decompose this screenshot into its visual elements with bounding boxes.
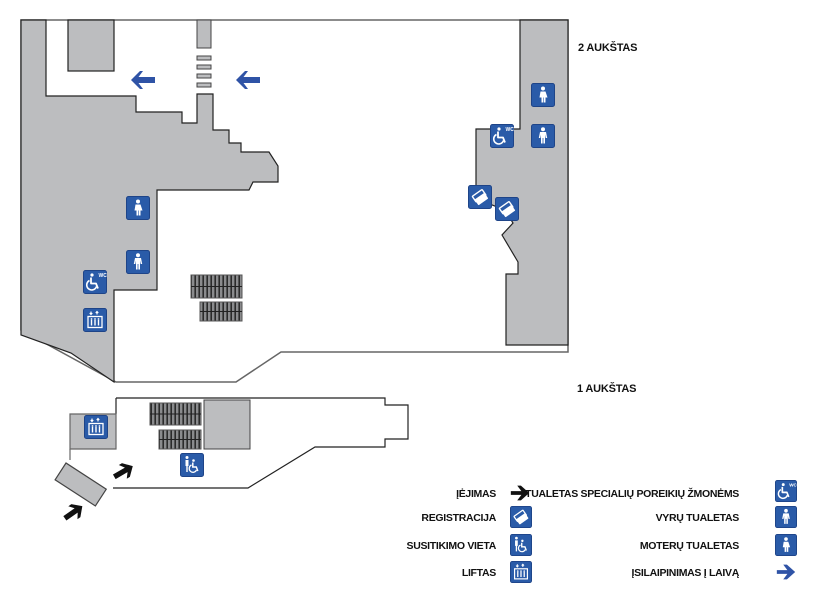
entrance-arrow-icon xyxy=(509,482,531,504)
legend-label-accessible-wc: TUALETAS SPECIALIŲ POREIKIŲ ŽMONĖMS xyxy=(525,488,739,500)
meeting-point-icon xyxy=(510,534,532,556)
accessible-wc-icon xyxy=(491,125,515,148)
legend-label-registration: REGISTRACIJA xyxy=(421,512,496,524)
upper-small-room xyxy=(67,19,115,72)
lower-floor xyxy=(54,397,409,525)
lower-grey-block xyxy=(203,399,251,450)
legend-label-boarding: ĮSILAIPINIMAS Į LAIVĄ xyxy=(631,567,740,579)
entrance-block xyxy=(54,462,108,507)
mens-toilet-icon xyxy=(127,251,150,274)
meeting-point-icon xyxy=(181,454,204,477)
upper-column xyxy=(196,19,212,49)
legend-label-womens-toilet: MOTERŲ TUALETAS xyxy=(639,540,739,552)
womens-toilet-icon xyxy=(775,534,797,556)
elevator-icon xyxy=(85,416,108,439)
accessible-wc-icon xyxy=(84,271,108,294)
stair-steps xyxy=(196,55,212,88)
womens-toilet-icon xyxy=(127,197,150,220)
legend-label-mens-toilet: VYRŲ TUALETAS xyxy=(655,512,740,524)
legend-label-meeting-point: SUSITIKIMO VIETA xyxy=(406,540,496,552)
registration-tickets-icon xyxy=(496,198,519,221)
legend-label-entrance: ĮĖJIMAS xyxy=(456,488,496,500)
boarding-arrow-icon xyxy=(775,561,797,583)
elevator-icon xyxy=(510,561,532,583)
womens-toilet-icon xyxy=(532,84,555,107)
registration-tickets-icon xyxy=(510,506,532,528)
entrance-arrow-icon xyxy=(60,499,87,525)
elevator-icon xyxy=(84,309,107,332)
accessible-wc-icon xyxy=(775,480,797,502)
floor-label-2: 2 AUKŠTAS xyxy=(578,42,638,54)
registration-tickets-icon xyxy=(469,186,492,209)
floor-label-1: 1 AUKŠTAS xyxy=(577,383,637,395)
mens-toilet-icon xyxy=(775,506,797,528)
upper-floor xyxy=(20,19,569,384)
mens-toilet-icon xyxy=(532,125,555,148)
legend-label-elevator: LIFTAS xyxy=(461,567,496,579)
